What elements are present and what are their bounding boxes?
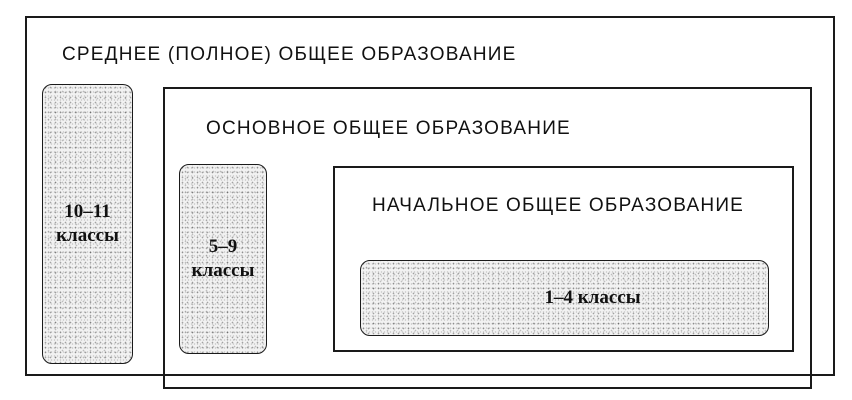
grades-10-11-block: 10–11 классы: [42, 84, 133, 364]
grades-5-9-number: 5–9: [208, 236, 238, 257]
grades-10-11-number: 10–11: [64, 201, 111, 222]
grades-10-11-label: классы: [56, 225, 119, 246]
basic-education-title: ОСНОВНОЕ ОБЩЕЕ ОБРАЗОВАНИЕ: [206, 118, 571, 139]
grades-5-9-block: 5–9 классы: [179, 164, 267, 354]
basic-education-box: [163, 87, 812, 389]
grades-1-4-label: 1–4 классы: [544, 287, 641, 308]
primary-education-box: [333, 166, 794, 352]
primary-education-title: НАЧАЛЬНОЕ ОБЩЕЕ ОБРАЗОВАНИЕ: [372, 195, 745, 216]
grades-5-9-label: классы: [191, 260, 255, 281]
secondary-education-title: СРЕДНЕЕ (ПОЛНОЕ) ОБЩЕЕ ОБРАЗОВАНИЕ: [62, 44, 517, 65]
grades-1-4-block: 1–4 классы: [360, 260, 769, 336]
secondary-education-box: [25, 16, 835, 376]
